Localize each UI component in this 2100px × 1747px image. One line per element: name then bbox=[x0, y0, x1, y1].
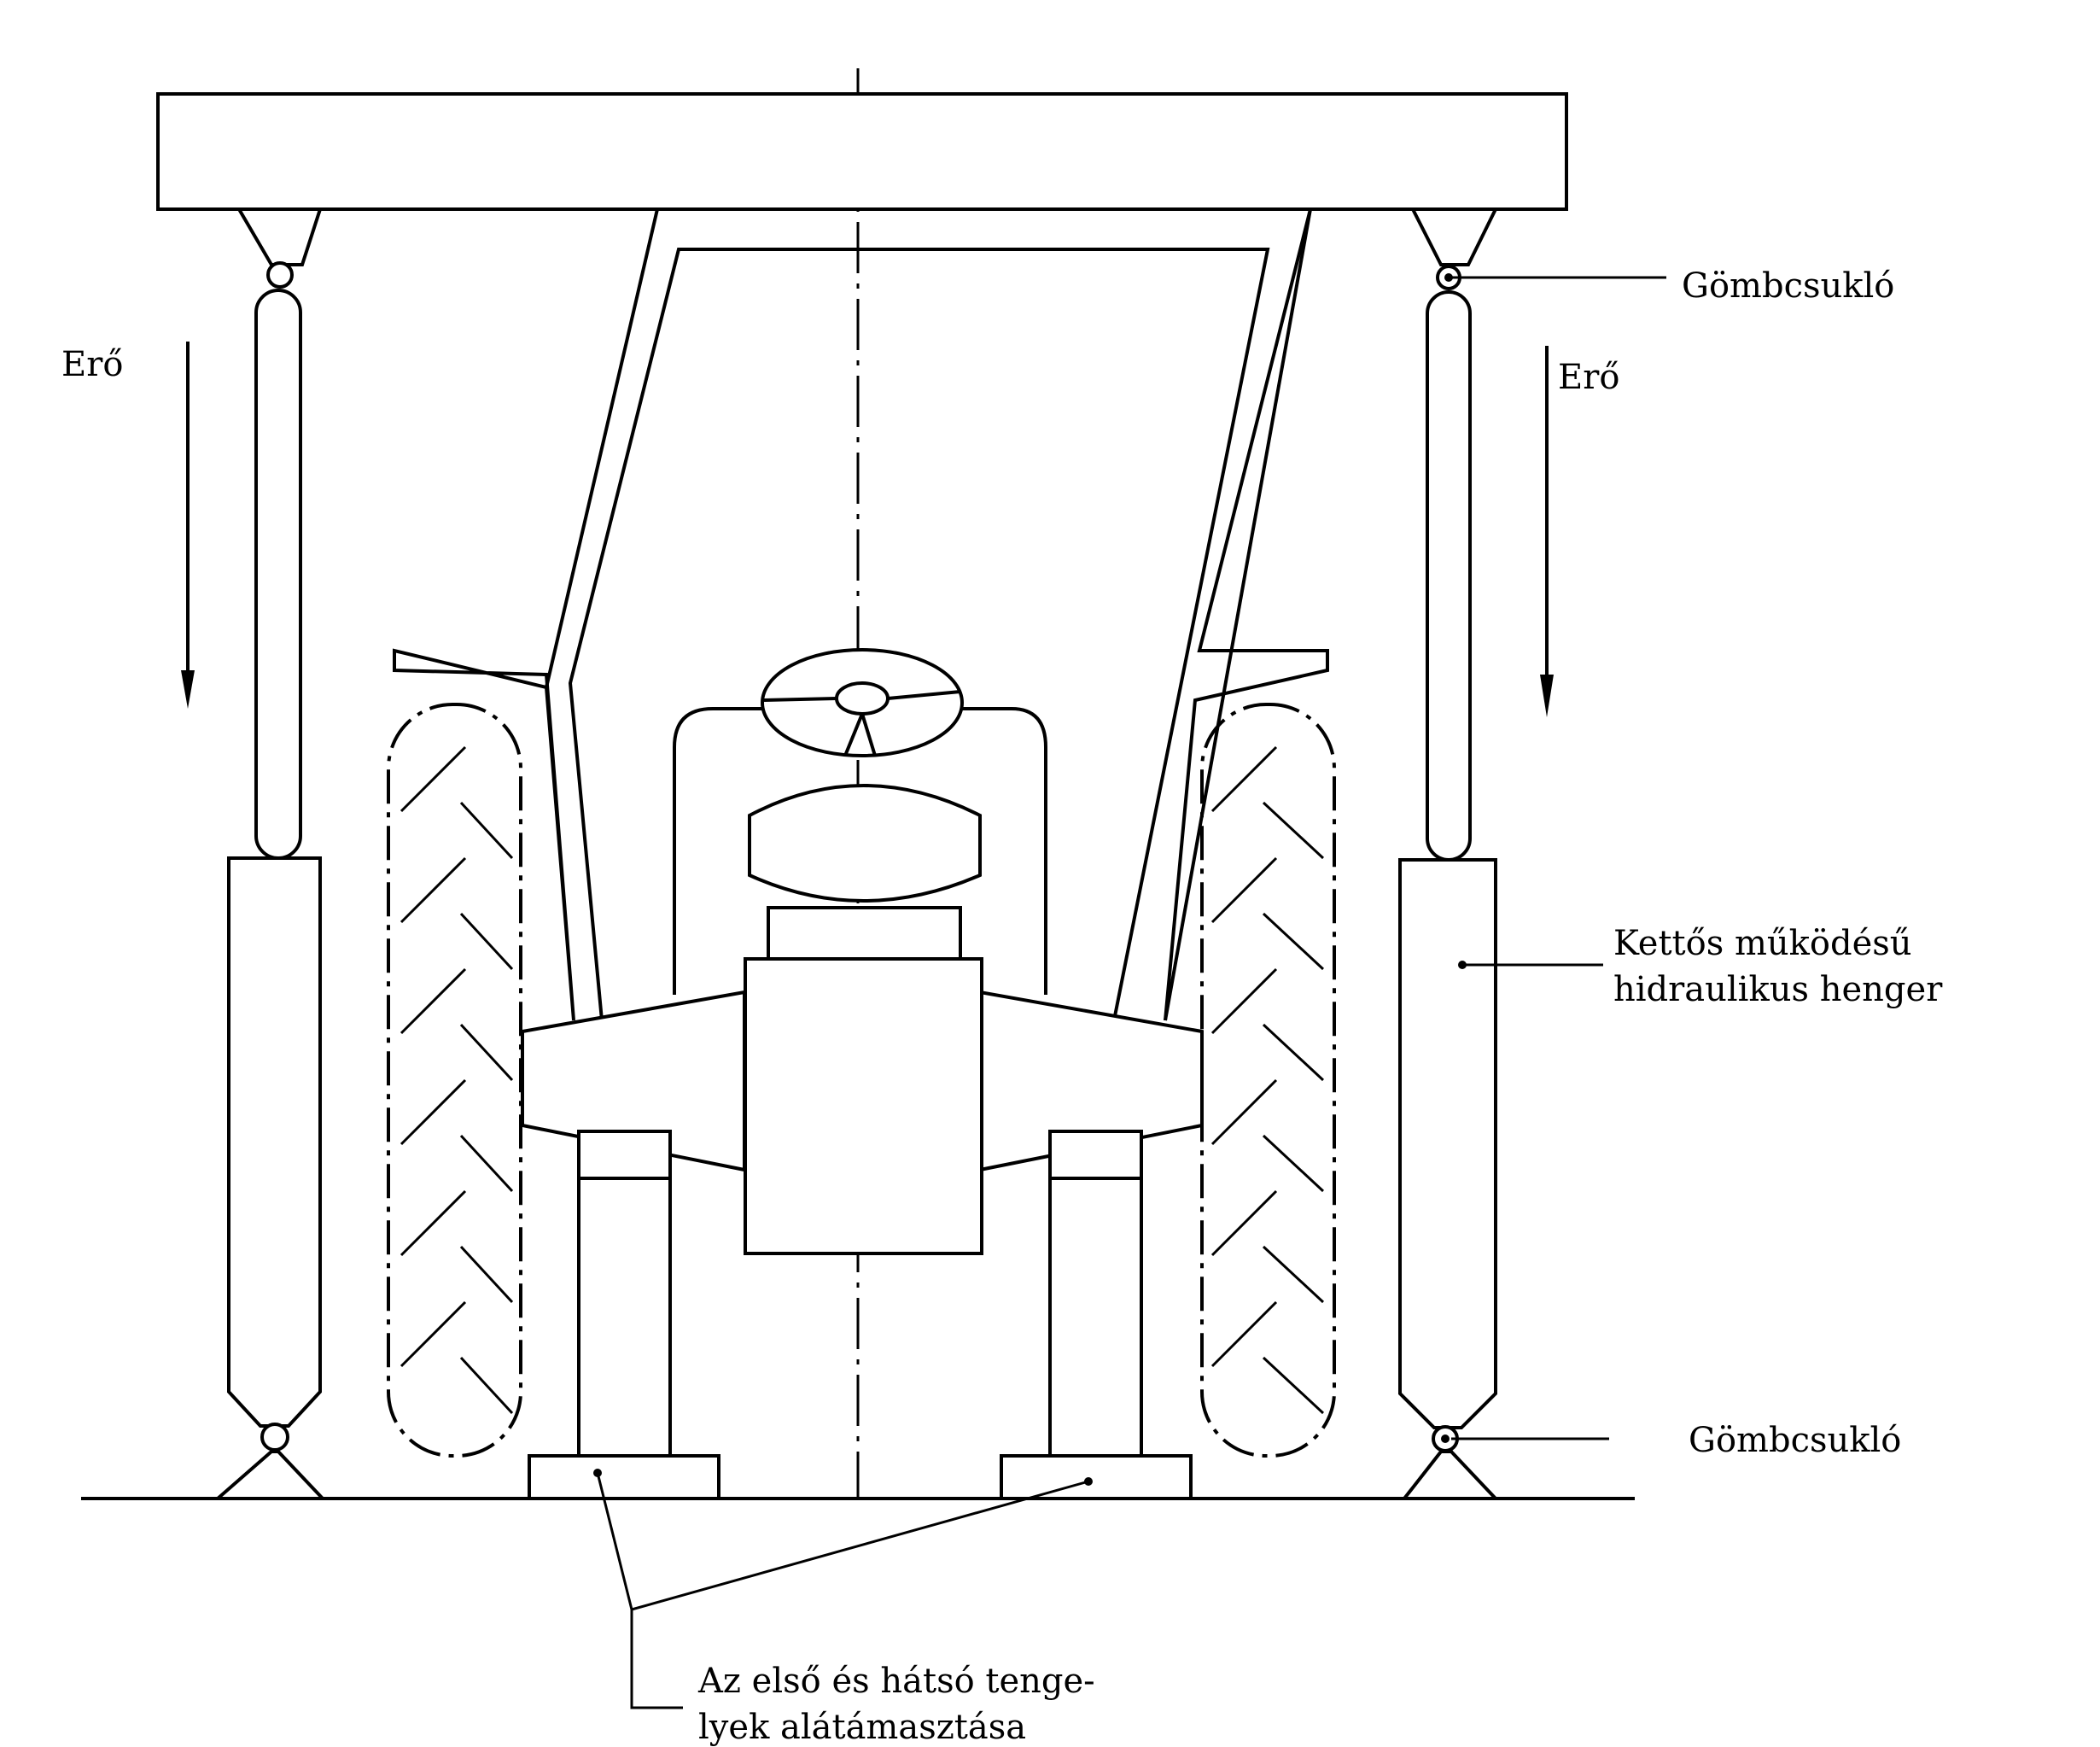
left-top-ball-joint bbox=[266, 261, 294, 289]
steering-wheel bbox=[761, 648, 964, 757]
left-tire-tread bbox=[400, 745, 514, 1415]
tractor bbox=[387, 208, 1336, 1500]
right-rear-tire bbox=[1200, 703, 1336, 1458]
right-hydraulic-assembly bbox=[1398, 208, 1497, 1500]
right-axle-stand bbox=[1000, 1130, 1193, 1500]
left-force-arrow bbox=[181, 342, 195, 709]
support-label-line1: Az első és hátsó tenge- bbox=[697, 1662, 1095, 1701]
force-label-right: Erő bbox=[1558, 358, 1619, 397]
left-axle-stand bbox=[528, 1130, 720, 1500]
ball-joint-label-bottom: Gömbcsukló bbox=[1689, 1421, 1901, 1460]
leader-axle-supports bbox=[593, 1469, 1093, 1709]
right-force-arrow bbox=[1540, 346, 1554, 717]
force-label-left: Erő bbox=[61, 345, 123, 384]
leader-cylinder bbox=[1458, 961, 1603, 969]
left-rear-tire bbox=[387, 703, 522, 1458]
right-cylinder-body bbox=[1398, 858, 1497, 1429]
seat bbox=[748, 784, 982, 903]
seat-support bbox=[767, 906, 962, 961]
right-tire-tread bbox=[1210, 745, 1325, 1415]
left-cylinder-body bbox=[227, 856, 322, 1428]
transmission-housing bbox=[744, 957, 983, 1255]
tractor-body bbox=[673, 707, 1047, 995]
left-hydraulic-assembly bbox=[216, 207, 324, 1500]
ball-joint-label-top: Gömbcsukló bbox=[1682, 266, 1894, 306]
rops-frame-outer bbox=[393, 648, 575, 1021]
cylinder-label-line2: hidraulikus henger bbox=[1613, 970, 1943, 1009]
rops-frame-inner bbox=[568, 248, 1270, 1021]
left-cylinder-rod bbox=[254, 289, 302, 860]
left-bottom-ball-joint bbox=[260, 1423, 289, 1452]
top-load-beam bbox=[156, 92, 1568, 211]
right-cylinder-rod bbox=[1426, 290, 1472, 862]
support-label-line2: lyek alátámasztása bbox=[698, 1708, 1026, 1747]
cylinder-label-line1: Kettős működésű bbox=[1613, 924, 1912, 963]
